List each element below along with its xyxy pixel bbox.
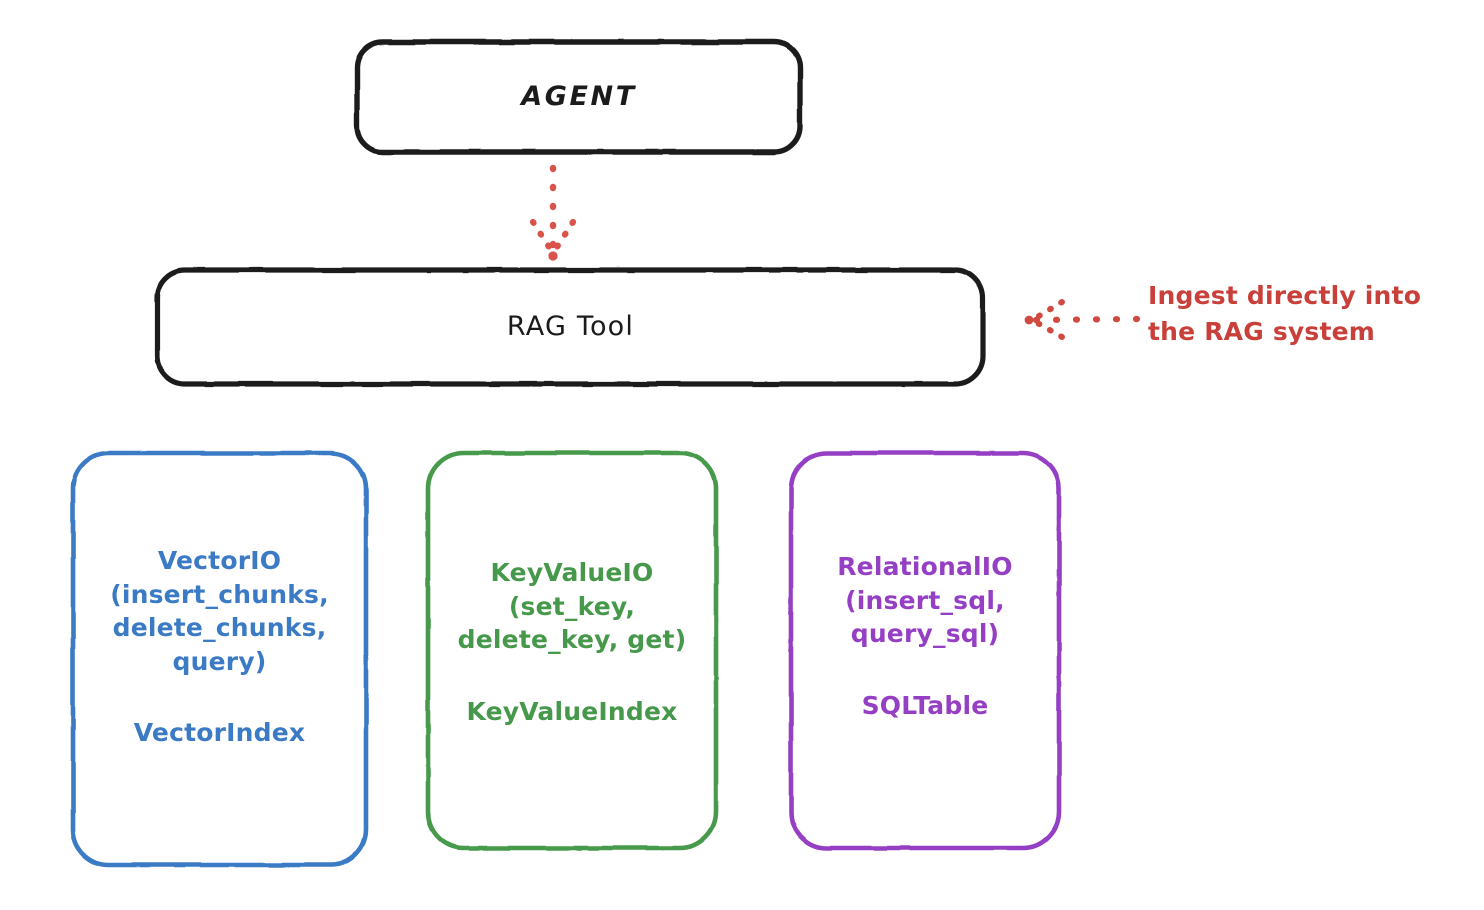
ingest-annotation-text: Ingest directly into the RAG system [1148,281,1422,346]
node-relational-io[interactable]: RelationalIO (insert_sql, query_sql) SQL… [788,450,1062,850]
agent-box-outline [354,39,803,155]
key-value-io-content: KeyValueIO (set_key, delete_key, get) Ke… [458,556,687,728]
relational-io-box-outline [788,450,1062,851]
connector-ingest-arrow [1024,299,1141,340]
key-value-io-box-outline [425,450,719,851]
connector-agent-to-rag [529,164,577,261]
agent-label: AGENT [521,81,637,113]
node-key-value-io[interactable]: KeyValueIO (set_key, delete_key, get) Ke… [425,450,719,850]
node-agent[interactable]: AGENT [355,40,803,154]
rag-tool-label: RAG Tool [506,311,635,343]
vector-io-label: VectorIO (insert_chunks, delete_chunks, … [110,546,329,676]
key-value-io-label: KeyValueIO (set_key, delete_key, get) [457,558,687,654]
relational-io-label: RelationalIO (insert_sql, query_sql) [837,552,1013,648]
node-rag-tool[interactable]: RAG Tool [155,268,986,386]
vector-index-label: VectorIndex [133,718,306,748]
rag-tool-box-outline [154,267,986,387]
vector-io-box-outline [70,450,369,868]
sql-table-label: SQLTable [861,690,989,720]
key-value-index-label: KeyValueIndex [466,696,678,726]
relational-io-content: RelationalIO (insert_sql, query_sql) SQL… [837,550,1013,722]
vector-io-content: VectorIO (insert_chunks, delete_chunks, … [110,544,329,750]
node-vector-io[interactable]: VectorIO (insert_chunks, delete_chunks, … [70,450,369,868]
